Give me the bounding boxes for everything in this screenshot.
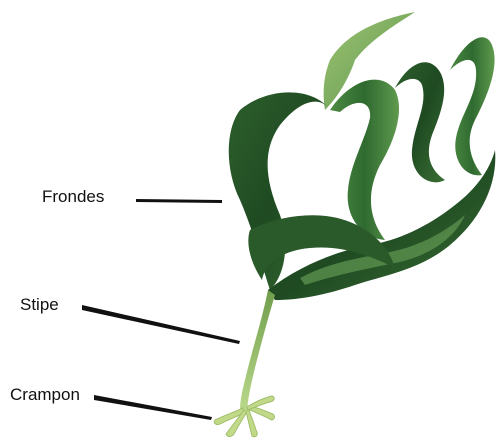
frond-right-curl [395,62,445,182]
frondes-leader-line [136,199,222,203]
stipe-shape [240,290,275,410]
holdfast-label: Crampon [10,386,80,403]
fronds-shape [229,12,496,300]
frond-center [330,80,399,240]
stipe-leader-line [82,305,240,344]
frond-left-loop [229,92,330,290]
stipe-label: Stipe [20,296,59,313]
frond-far-right [450,37,495,175]
crampon-leader-line [94,395,212,420]
fronds-label: Frondes [42,188,104,205]
